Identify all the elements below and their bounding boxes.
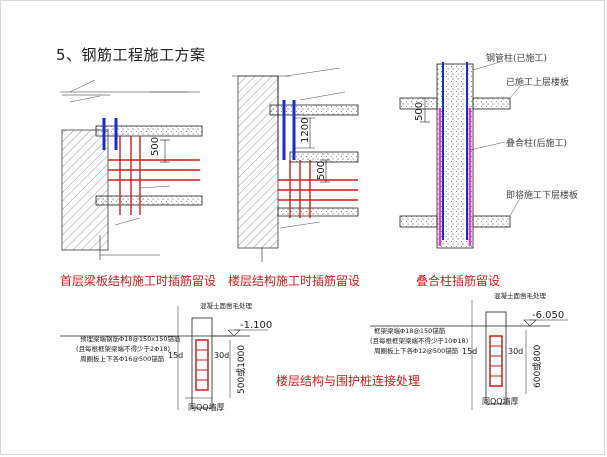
slide-title: 5、钢筋工程施工方案 <box>56 46 206 64</box>
drawing-wall-connection-2: -6.050 混凝土面凿毛处理 框架梁端Φ18@150锚筋 (且每根框架梁端不得… <box>370 291 568 410</box>
label-upper-slab: 已施工上层楼板 <box>506 76 569 88</box>
dim-15d: 15d <box>168 351 183 360</box>
bottom-label: 同QQ墙厚 <box>188 402 225 412</box>
caption-column: 叠合柱插筋留设 <box>416 274 501 288</box>
note-2: (且每根框架梁端不得少于2Φ18) <box>76 344 170 353</box>
dim-30d: 30d <box>508 347 523 356</box>
drawing-column: 500 钢管柱(已施工) 已施工上层楼板 叠合柱(后施工) 即将施工下层楼板 <box>399 52 578 249</box>
drawing-floor: 1200 500 <box>232 67 359 262</box>
top-note: 混凝土面凿毛处理 <box>200 301 253 310</box>
note-1: 框架梁端Φ18@150锚筋 <box>374 326 446 335</box>
label-steel-column: 钢管柱(已施工) <box>486 52 547 64</box>
dim-30d: 30d <box>214 351 229 360</box>
slab <box>95 125 203 137</box>
label-lower-slab: 即将施工下层楼板 <box>506 189 578 201</box>
vertical-dim: 500或1000 <box>235 345 247 394</box>
top-note: 混凝土面凿毛处理 <box>494 291 547 300</box>
bottom-label: 同QQ墙厚 <box>482 396 519 406</box>
caption-wall-connection: 楼层结构与围护桩连接处理 <box>276 374 421 388</box>
note-2: (且每根框架梁端不得少于10Φ18) <box>370 336 468 345</box>
elevation: -6.050 <box>532 310 564 321</box>
label-composite-column: 叠合柱(后施工) <box>506 137 567 149</box>
drawing-first-floor: 500 <box>60 79 203 260</box>
dim-500: 500 <box>316 161 327 180</box>
dim-15d: 15d <box>462 347 477 356</box>
dim-1200: 1200 <box>300 118 311 143</box>
note-1: 预埋梁端钢筋Φ18@150x150锚筋 <box>80 334 181 343</box>
caption-floor: 楼层结构施工时插筋留设 <box>228 274 361 288</box>
caption-first-floor: 首层梁板结构施工时插筋留设 <box>60 274 217 288</box>
drawing-wall-connection-1: -1.100 混凝土面凿毛处理 预埋梁端钢筋Φ18@150x150锚筋 (且每根… <box>60 301 272 412</box>
note-3: 周圈板上下各Φ12@500锚筋 <box>374 346 459 355</box>
note-3: 周圈板上下各Φ16@500锚筋 <box>80 354 165 363</box>
dim-500: 500 <box>414 102 425 121</box>
soil-wall <box>61 129 109 251</box>
soil-wall <box>237 75 279 249</box>
dim-500: 500 <box>150 137 161 156</box>
vertical-dim: 600或800 <box>531 344 543 388</box>
elevation: -1.100 <box>240 320 272 331</box>
